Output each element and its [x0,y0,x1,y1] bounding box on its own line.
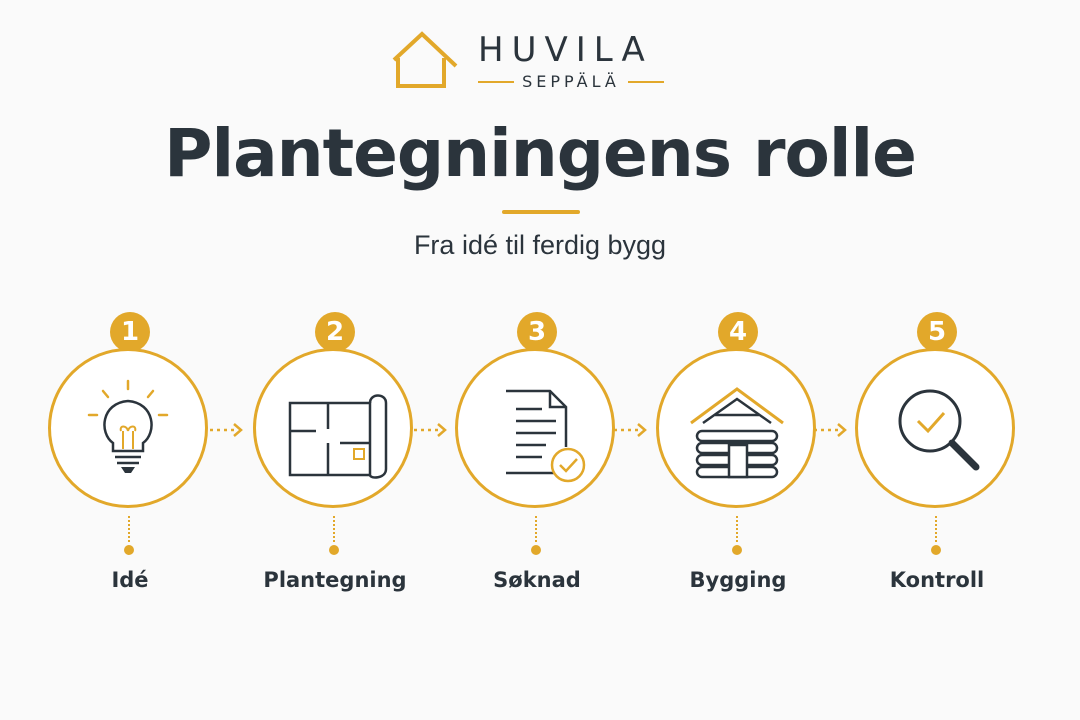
brand-sub: SEPPÄLÄ [522,72,620,91]
step-label: Søknad [493,568,581,592]
step-4: 4 Bygging [648,312,828,602]
lightbulb-icon [87,379,169,473]
brand-sub-row: SEPPÄLÄ [478,72,664,91]
step-connector [128,516,130,542]
arrow-right-icon [210,423,243,437]
step-dot [732,545,742,555]
arrow-right-icon [814,423,847,437]
step-label: Idé [111,568,149,592]
page-subtitle: Fra idé til ferdig bygg [413,230,667,260]
step-2: 2 Plantegning [245,312,425,602]
step-number-badge: 4 [718,312,758,352]
step-number-badge: 1 [110,312,150,352]
brand-rule-right [627,80,664,83]
arrow-right-icon [614,423,647,437]
step-dot [531,545,541,555]
step-dot [124,545,134,555]
step-number-badge: 3 [517,312,557,352]
step-connector [535,516,537,542]
step-icon-circle [455,348,615,508]
title-underline [502,210,580,214]
step-icon-circle [48,348,208,508]
step-label: Plantegning [263,568,407,592]
house-logo-icon [392,31,458,88]
arrow-right-icon [414,423,447,437]
step-number-badge: 2 [315,312,355,352]
floor-plan-icon [288,394,388,479]
step-connector [736,516,738,542]
step-connector [333,516,335,542]
step-icon-circle [253,348,413,508]
magnifier-check-icon [898,389,980,471]
log-cabin-icon [690,387,784,479]
document-check-icon [506,389,586,483]
step-dot [329,545,339,555]
page-title: Plantegningens rolle [164,115,917,192]
step-icon-circle [656,348,816,508]
step-1: 1 Idé [40,312,220,602]
brand-name: HUVILA [478,30,653,70]
step-3: 3 Søknad [447,312,627,602]
step-icon-circle [855,348,1015,508]
step-dot [931,545,941,555]
step-label: Kontroll [889,568,985,592]
brand-logo: HUVILA SEPPÄLÄ [392,26,692,96]
step-connector [935,516,937,542]
step-5: 5 Kontroll [847,312,1027,602]
brand-rule-left [478,80,515,83]
step-number-badge: 5 [917,312,957,352]
step-label: Bygging [689,568,787,592]
